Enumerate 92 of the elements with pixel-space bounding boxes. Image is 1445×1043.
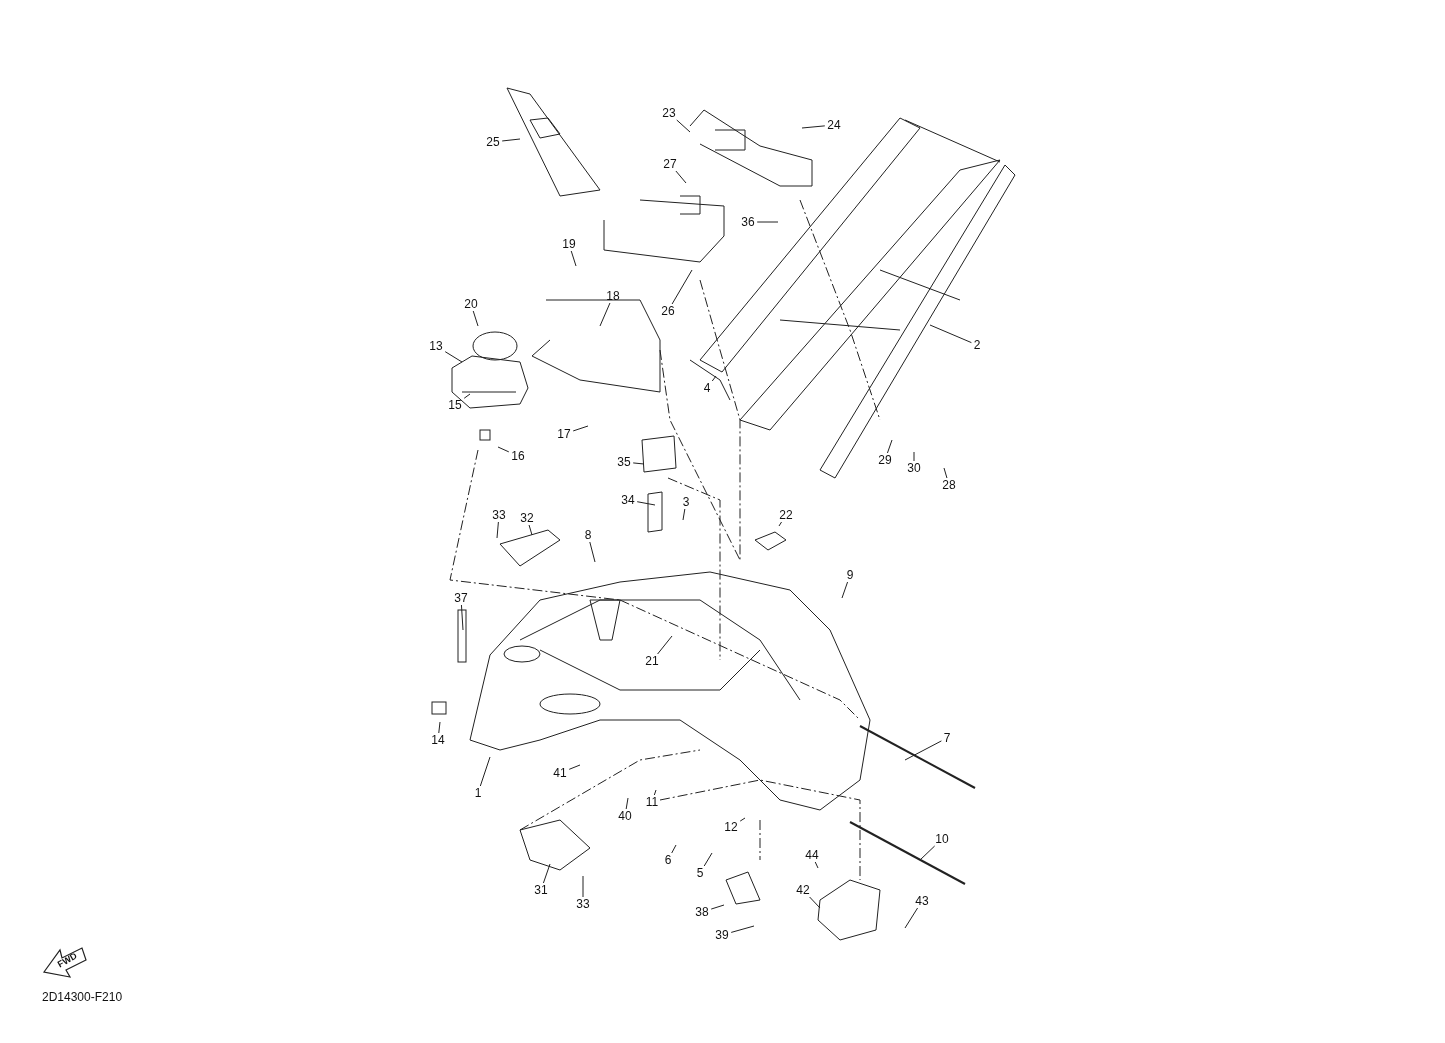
direction-label: FWD bbox=[55, 950, 79, 970]
callout-number: 29 bbox=[877, 453, 893, 467]
callout-number: 19 bbox=[561, 237, 577, 251]
leader-line bbox=[572, 425, 589, 432]
leader-line bbox=[444, 351, 463, 363]
callout-number: 1 bbox=[473, 786, 483, 800]
leader-line bbox=[460, 604, 464, 631]
callout-number: 42 bbox=[795, 883, 811, 897]
callout-number: 12 bbox=[723, 820, 739, 834]
callout-number: 22 bbox=[778, 508, 794, 522]
callout-number: 23 bbox=[661, 106, 677, 120]
callout-number: 43 bbox=[914, 894, 930, 908]
callout-number: 36 bbox=[740, 215, 756, 229]
leader-line bbox=[497, 446, 510, 453]
callout-number: 28 bbox=[941, 478, 957, 492]
leader-line bbox=[710, 904, 725, 910]
leader-line bbox=[671, 269, 693, 305]
callout-number: 26 bbox=[660, 304, 676, 318]
leader-line bbox=[463, 393, 471, 399]
diagram-code: 2D14300-F210 bbox=[42, 990, 123, 1004]
leader-line bbox=[675, 170, 687, 184]
leader-line bbox=[472, 310, 479, 327]
callout-number: 39 bbox=[714, 928, 730, 942]
callout-number: 5 bbox=[695, 866, 705, 880]
callout-number: 13 bbox=[428, 339, 444, 353]
leader-line bbox=[801, 125, 826, 129]
leader-line bbox=[809, 896, 821, 909]
callout-number: 10 bbox=[934, 832, 950, 846]
callout-number: 21 bbox=[644, 654, 660, 668]
leader-line bbox=[632, 462, 645, 465]
leader-line bbox=[739, 817, 746, 822]
callout-number: 6 bbox=[663, 853, 673, 867]
callout-number: 7 bbox=[942, 731, 952, 745]
leader-line bbox=[542, 863, 551, 884]
leader-line bbox=[929, 324, 972, 344]
leader-line bbox=[479, 756, 491, 787]
leader-line bbox=[943, 467, 948, 479]
callout-number: 31 bbox=[533, 883, 549, 897]
leader-line bbox=[711, 375, 717, 382]
leader-line bbox=[676, 119, 691, 133]
callout-number: 30 bbox=[906, 461, 922, 475]
leader-line bbox=[671, 844, 677, 854]
leader-line bbox=[913, 451, 915, 462]
callout-number: 33 bbox=[491, 508, 507, 522]
callout-number: 40 bbox=[617, 809, 633, 823]
callout-number: 35 bbox=[616, 455, 632, 469]
leader-line bbox=[778, 521, 783, 527]
callout-number: 34 bbox=[620, 493, 636, 507]
callout-number: 4 bbox=[702, 381, 712, 395]
leader-line bbox=[756, 221, 779, 223]
callout-number: 3 bbox=[681, 495, 691, 509]
leader-line bbox=[570, 250, 577, 267]
leader-line bbox=[841, 581, 849, 599]
leader-line bbox=[904, 907, 919, 929]
leader-line bbox=[528, 524, 533, 536]
leader-line bbox=[886, 439, 893, 454]
callout-number: 38 bbox=[694, 905, 710, 919]
leader-line bbox=[496, 521, 499, 539]
leader-line bbox=[814, 861, 819, 869]
leader-line bbox=[438, 721, 441, 734]
callout-number: 14 bbox=[430, 733, 446, 747]
leader-line bbox=[589, 541, 596, 563]
callout-number: 15 bbox=[447, 398, 463, 412]
callout-number: 41 bbox=[552, 766, 568, 780]
leader-line bbox=[625, 797, 629, 810]
leader-line bbox=[568, 764, 581, 770]
callout-number: 33 bbox=[575, 897, 591, 911]
leader-line bbox=[919, 845, 936, 861]
callout-number: 24 bbox=[826, 118, 842, 132]
callout-number: 37 bbox=[453, 591, 469, 605]
leader-line bbox=[904, 740, 942, 761]
callout-number: 2 bbox=[972, 338, 982, 352]
leader-line bbox=[703, 852, 713, 867]
callout-number: 25 bbox=[485, 135, 501, 149]
leader-line bbox=[682, 508, 686, 521]
leader-line bbox=[653, 789, 657, 796]
callout-number: 11 bbox=[644, 795, 660, 809]
callout-number: 18 bbox=[605, 289, 621, 303]
callout-number: 27 bbox=[662, 157, 678, 171]
leader-line bbox=[636, 501, 656, 506]
callout-number: 8 bbox=[583, 528, 593, 542]
leader-line bbox=[657, 635, 673, 655]
leader-line bbox=[730, 925, 755, 933]
leader-line bbox=[582, 875, 584, 898]
callout-number: 20 bbox=[463, 297, 479, 311]
callout-number: 17 bbox=[556, 427, 572, 441]
callout-number: 16 bbox=[510, 449, 526, 463]
callout-number: 32 bbox=[519, 511, 535, 525]
callout-number: 44 bbox=[804, 848, 820, 862]
callout-number: 9 bbox=[845, 568, 855, 582]
leader-line bbox=[599, 302, 611, 327]
leader-line bbox=[501, 138, 521, 142]
